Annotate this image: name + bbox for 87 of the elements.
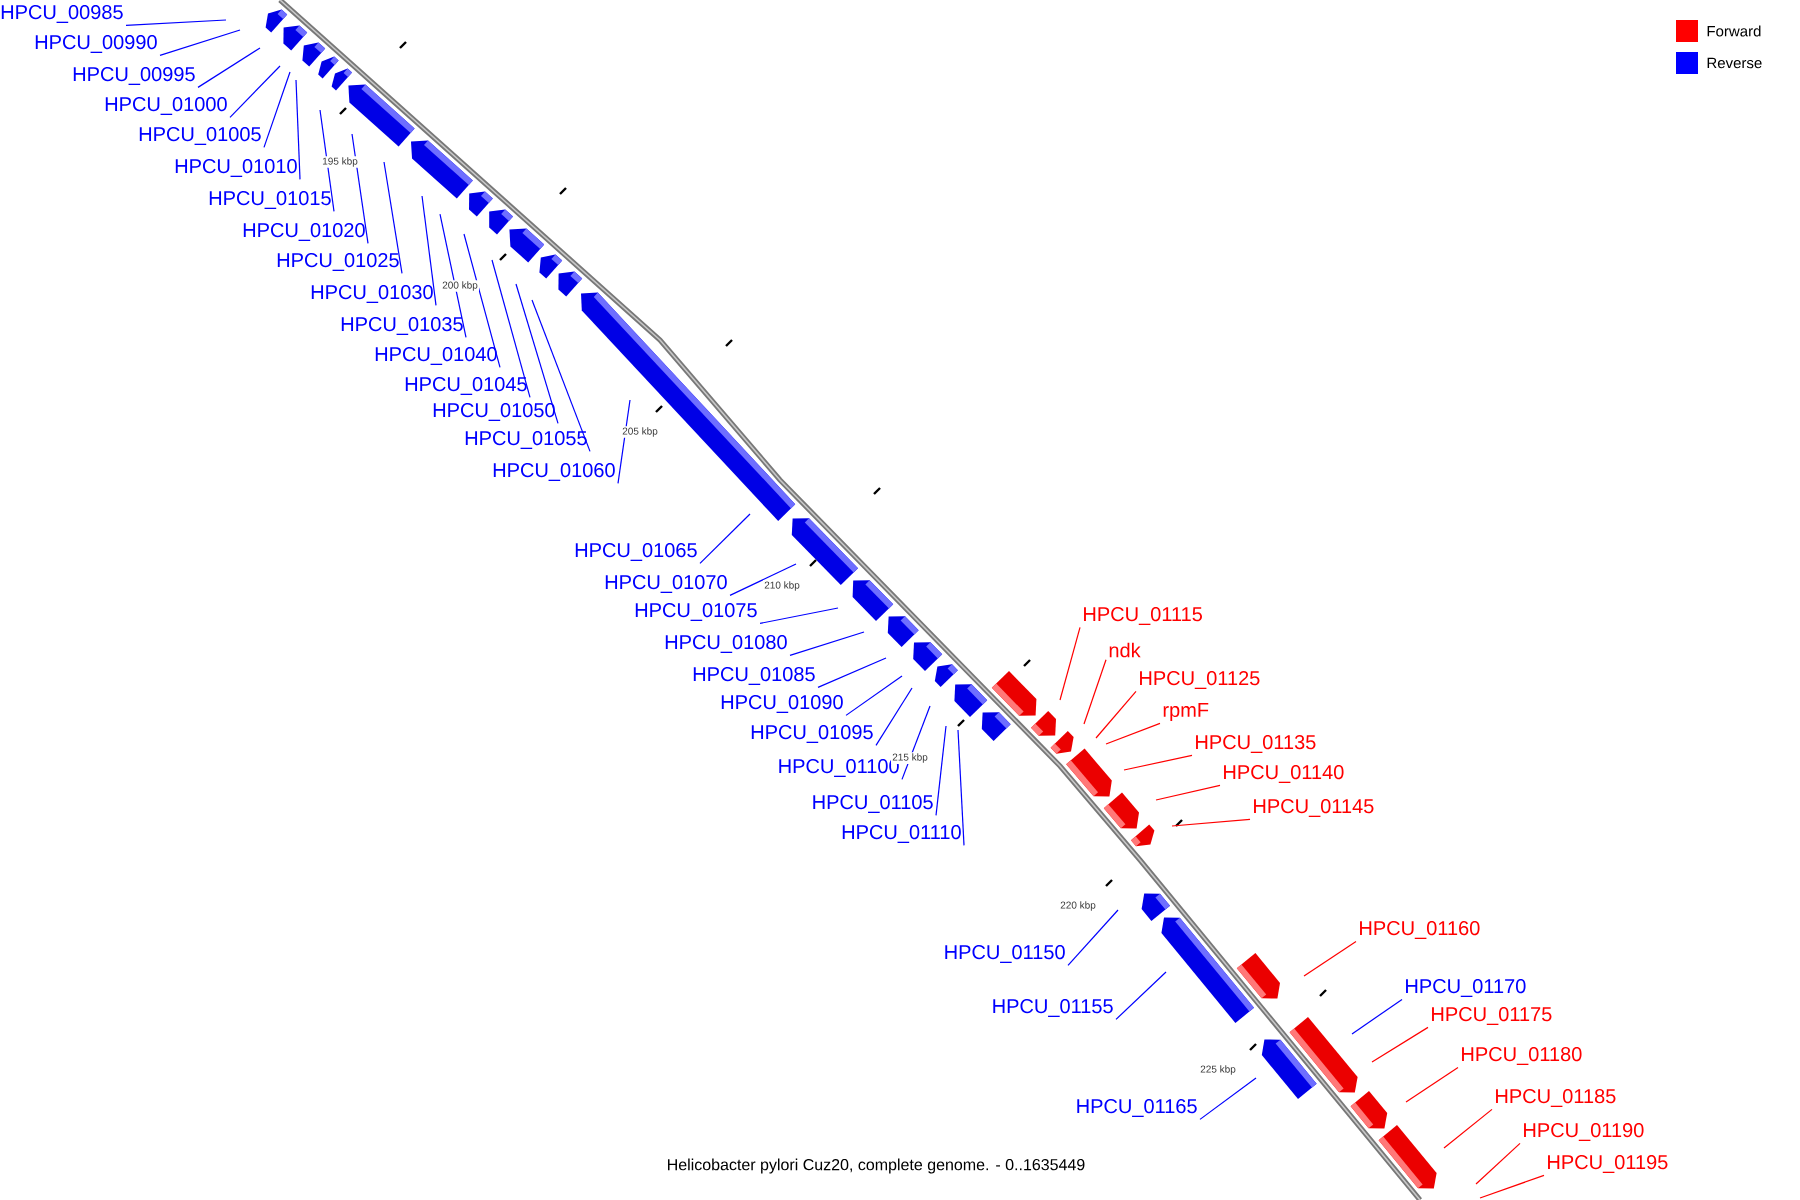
leader-line [789, 631, 865, 656]
gene-label: HPCU_01185 [1496, 1089, 1616, 1107]
leader-line [1351, 998, 1403, 1035]
gene-label: HPCU_01095 [751, 725, 873, 743]
gene-label: HPCU_01145 [1254, 799, 1374, 817]
gene-label: HPCU_01070 [605, 575, 727, 593]
leader-line [1105, 722, 1161, 745]
gene-label: HPCU_01080 [665, 635, 787, 653]
gene-label: HPCU_01025 [277, 253, 399, 271]
leader-line [1059, 626, 1081, 701]
leader-line [491, 259, 531, 398]
gene-label: HPCU_01085 [693, 667, 815, 685]
leader-line [1303, 940, 1357, 977]
leader-line [1371, 1026, 1429, 1063]
leader-line [1123, 754, 1193, 771]
gene-label: HPCU_01180 [1462, 1047, 1582, 1065]
leader-line [383, 161, 403, 274]
leader-line [901, 705, 931, 780]
gene-label: HPCU_01115 [1084, 607, 1202, 625]
gene-label: HPCU_00990 [35, 35, 157, 53]
leader-line [617, 399, 631, 484]
gene-label: HPCU_01160 [1360, 921, 1480, 939]
leader-line [351, 133, 369, 244]
gene-label: HPCU_01045 [405, 377, 527, 395]
leader-line [421, 195, 437, 306]
leader-line [845, 675, 903, 716]
gene-label: HPCU_01175 [1432, 1007, 1552, 1025]
gene-label: ndk [1109, 642, 1141, 658]
leader-line [515, 283, 559, 424]
leader-line [1095, 690, 1137, 739]
gene-label: HPCU_01035 [341, 317, 463, 335]
leader-line [125, 19, 227, 26]
leader-line [699, 513, 751, 564]
leader-line [875, 687, 913, 746]
leader-line [439, 213, 467, 338]
leader-line [159, 29, 241, 56]
gene-label: HPCU_01195 [1548, 1155, 1668, 1173]
gene-label: HPCU_00985 [1, 5, 123, 23]
leader-line [759, 607, 839, 624]
gene-label: HPCU_00995 [73, 67, 195, 85]
leader-line [295, 79, 301, 180]
gene-label: HPCU_01150 [945, 945, 1065, 963]
leader-line [935, 725, 947, 816]
leader-line [817, 657, 887, 688]
leader-line [531, 299, 591, 452]
gene-label: HPCU_01125 [1140, 671, 1260, 689]
gene-label: HPCU_01040 [375, 347, 497, 365]
leader-line [957, 729, 965, 846]
gene-label: HPCU_01165 [1077, 1099, 1197, 1117]
gene-label: HPCU_01100 [779, 759, 899, 777]
leader-line [463, 233, 501, 368]
leader-line [1067, 909, 1119, 966]
gene-label: HPCU_01010 [175, 159, 297, 177]
leader-line [1479, 1174, 1545, 1199]
leader-line [1171, 818, 1251, 827]
leader-line [1405, 1066, 1459, 1103]
caption: Helicobacter pylori Cuz20, complete genome. - 0..1635449 [668, 1158, 1085, 1174]
gene-label: rpmF [1163, 703, 1209, 721]
gene-label: HPCU_01055 [465, 431, 587, 449]
gene-label: HPCU_01140 [1224, 765, 1344, 783]
gene-label: HPCU_01075 [635, 603, 757, 621]
leader-line [263, 71, 291, 148]
gene-label: HPCU_01170 [1406, 979, 1526, 997]
leader-line [1199, 1077, 1257, 1120]
gene-label: HPCU_01110 [842, 825, 961, 843]
gene-label: HPCU_01065 [575, 543, 697, 561]
gene-label: HPCU_01090 [721, 695, 843, 713]
leader-line [1155, 784, 1221, 801]
gene-label: HPCU_01050 [433, 403, 555, 421]
leader-line [729, 563, 797, 596]
leader-line [229, 65, 281, 118]
leader-line [1115, 971, 1167, 1020]
leader-line [1083, 659, 1107, 725]
gene-label: HPCU_01190 [1524, 1123, 1644, 1141]
gene-label: HPCU_01005 [139, 127, 261, 145]
gene-label: HPCU_01060 [493, 463, 615, 481]
gene-label: HPCU_01105 [813, 795, 933, 813]
leader-line [1443, 1108, 1493, 1149]
gene-label: HPCU_01030 [311, 285, 433, 303]
gene-label: HPCU_01000 [105, 97, 227, 115]
gene-label: HPCU_01020 [243, 223, 365, 241]
leader-line [197, 47, 261, 88]
gene-label: HPCU_01015 [209, 191, 331, 209]
leader-line [1475, 1142, 1521, 1185]
leader-line [319, 109, 335, 212]
gene-label: HPCU_01135 [1196, 735, 1316, 753]
gene-label: HPCU_01155 [993, 999, 1113, 1017]
